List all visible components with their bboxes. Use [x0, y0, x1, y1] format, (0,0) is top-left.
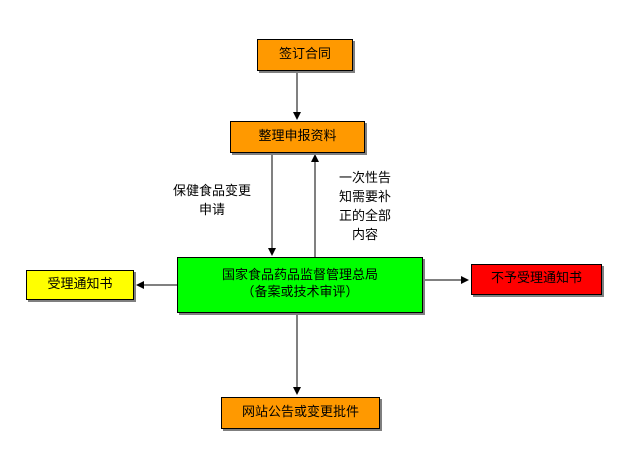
node-accept-notice: 受理通知书	[26, 270, 134, 300]
node-sfda-subtitle: （备案或技术审评）	[241, 285, 359, 300]
node-prepare-docs: 整理申报资料	[230, 121, 365, 153]
node-website-notice-label: 网站公告或变更批件	[241, 404, 359, 420]
edge-label-apply: 保健食品变更 申请	[172, 184, 251, 218]
node-sfda: 国家食品药品监督管理总局 （备案或技术审评）	[177, 257, 423, 313]
node-sign-contract: 签订合同	[257, 39, 353, 71]
node-website-notice: 网站公告或变更批件	[221, 397, 380, 429]
node-accept-notice-label: 受理通知书	[47, 276, 113, 292]
node-prepare-docs-label: 整理申报资料	[258, 128, 337, 144]
node-sign-contract-label: 签订合同	[278, 46, 331, 62]
edge-label-supplement: 一次性告 知需要补 正的全部 内容	[338, 171, 391, 243]
node-reject-notice: 不予受理通知书	[471, 264, 602, 295]
node-sfda-title: 国家食品药品监督管理总局	[221, 268, 378, 284]
node-reject-notice-label: 不予受理通知书	[490, 271, 582, 287]
